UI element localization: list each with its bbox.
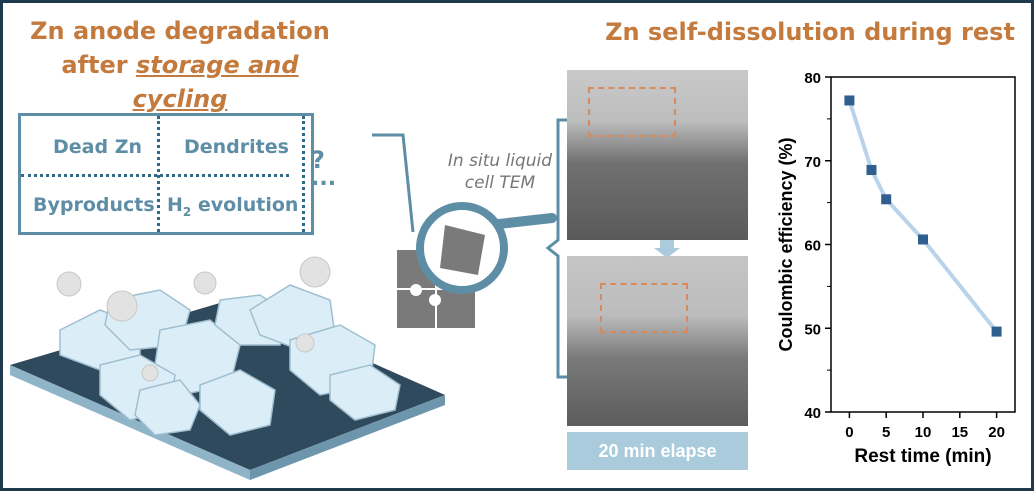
y-axis-label: Coulombic efficiency (%) xyxy=(776,137,796,351)
data-point xyxy=(844,95,855,106)
x-tick-label: 0 xyxy=(845,424,853,441)
h2-suffix: evolution xyxy=(191,194,299,216)
roi-box xyxy=(600,283,688,333)
y-tick-label: 80 xyxy=(804,70,821,87)
zn-anode-illustration xyxy=(10,256,445,480)
y-tick-label: 70 xyxy=(804,154,821,171)
tem-bracket xyxy=(545,118,570,379)
tem-image-after xyxy=(567,256,748,426)
left-title-line1: Zn anode degradation xyxy=(30,17,330,45)
title-prefix: after xyxy=(61,51,136,79)
right-title: Zn self-dissolution during rest xyxy=(605,18,1015,46)
series-line xyxy=(847,99,999,333)
divider xyxy=(302,116,305,232)
data-point xyxy=(918,234,928,245)
cell-dead-zn: Dead Zn xyxy=(53,136,142,158)
degradation-table: Dead Zn Dendrites Byproducts H2 evolutio… xyxy=(18,113,336,235)
cell-byproducts: Byproducts xyxy=(33,194,155,216)
cell-dendrites: Dendrites xyxy=(184,136,289,158)
data-point xyxy=(991,326,1002,337)
x-tick-label: 5 xyxy=(882,424,890,441)
cell-ellipsis: ... xyxy=(311,166,337,191)
elapse-label: 20 min elapse xyxy=(567,432,748,470)
left-title-line2: after storage and cycling xyxy=(20,48,340,116)
y-tick-label: 50 xyxy=(804,321,821,338)
x-tick-label: 15 xyxy=(951,424,968,441)
cell-question: ? xyxy=(311,146,325,174)
down-arrow-icon xyxy=(654,240,680,258)
method-line2: cell TEM xyxy=(464,173,536,193)
x-tick-label: 10 xyxy=(915,424,932,441)
divider xyxy=(21,174,289,177)
left-title: Zn anode degradation after storage and c… xyxy=(20,14,340,116)
h2-sub: 2 xyxy=(182,204,192,219)
cell-h2-evolution: H2 evolution xyxy=(167,194,298,219)
magnifier-icon xyxy=(416,202,557,294)
roi-box xyxy=(588,87,676,137)
connector-line xyxy=(372,133,415,233)
y-tick-label: 40 xyxy=(804,405,821,422)
x-axis-label: Rest time (min) xyxy=(854,446,991,467)
y-tick-label: 60 xyxy=(804,238,821,255)
data-point xyxy=(881,194,892,205)
x-tick-label: 20 xyxy=(988,424,1005,441)
h2-h: H xyxy=(167,194,183,216)
tem-image-before xyxy=(567,70,748,240)
method-line1: In situ liquid xyxy=(447,151,553,171)
title-emphasis: storage and cycling xyxy=(132,51,299,113)
data-point xyxy=(866,164,877,175)
